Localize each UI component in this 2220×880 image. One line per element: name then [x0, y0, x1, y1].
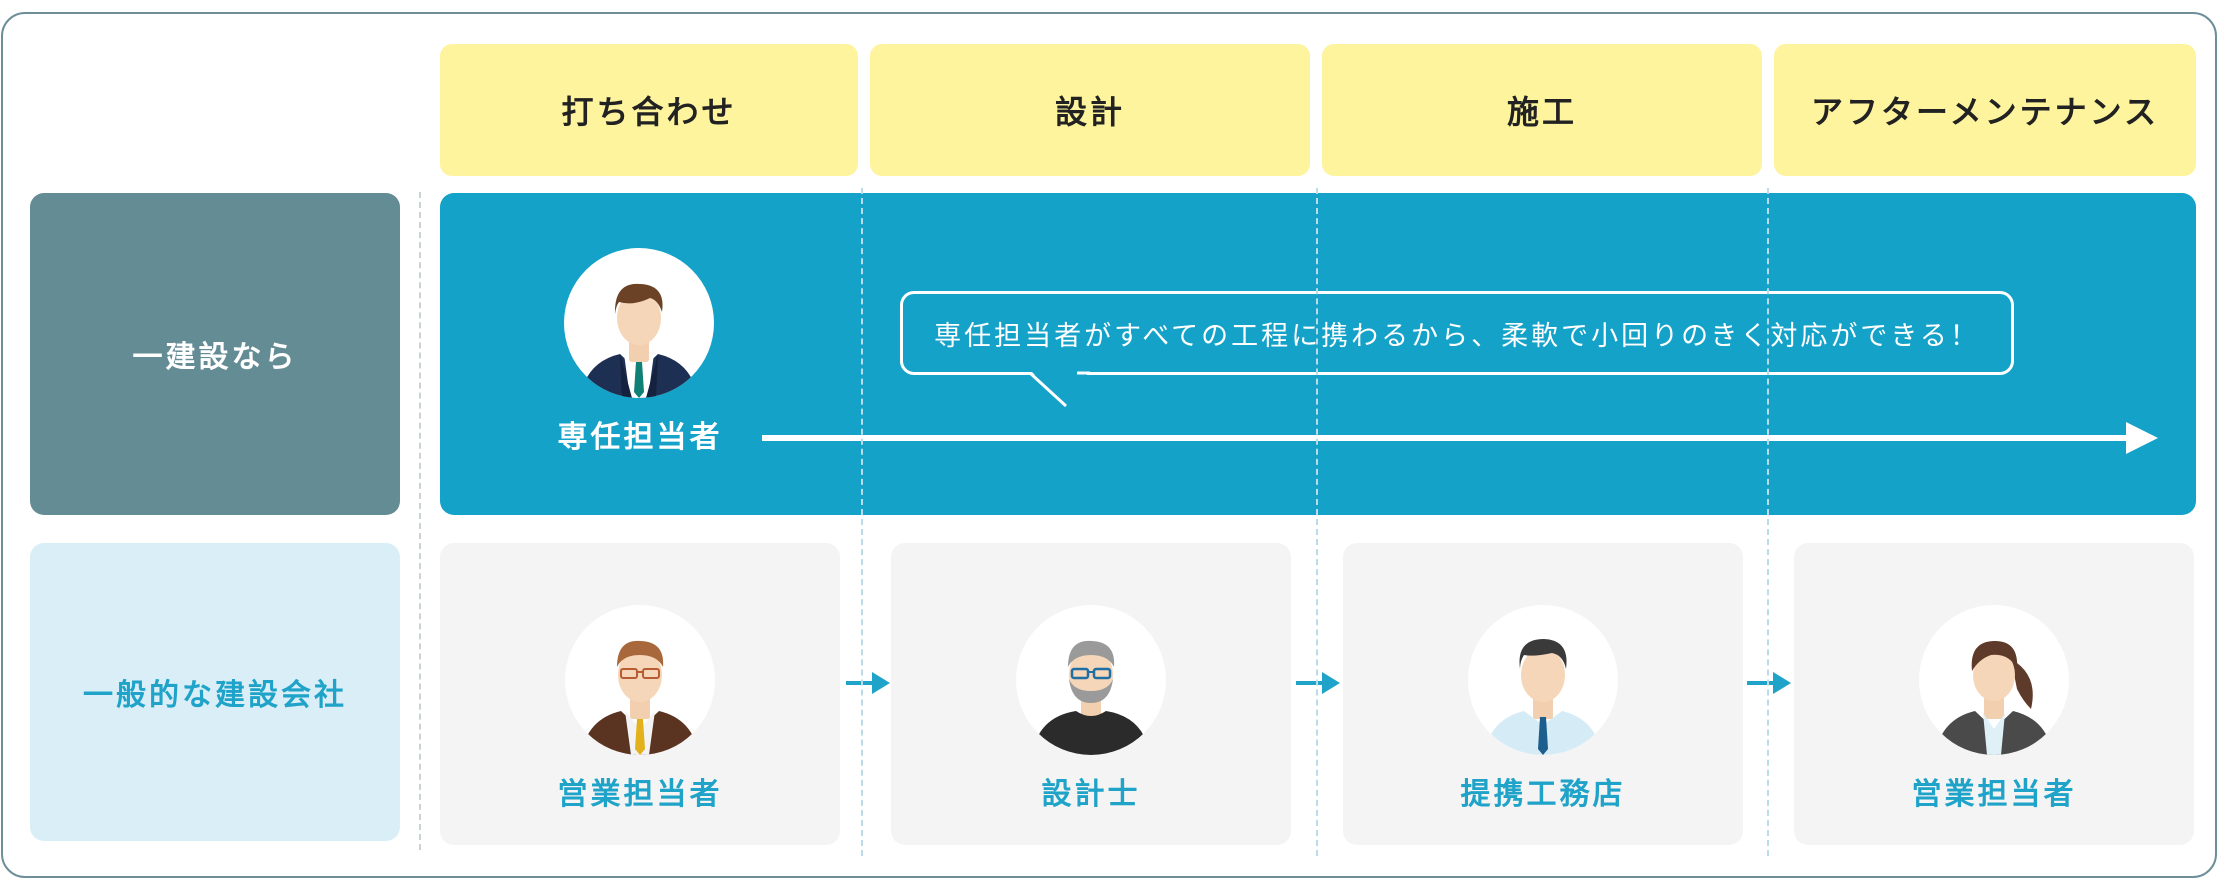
phase-design: 設計	[870, 44, 1310, 176]
step-card-designer: 設計士	[891, 543, 1291, 845]
row-label-general: 一般的な建設会社	[30, 543, 400, 841]
female-sales-avatar-icon	[1919, 605, 2069, 755]
phase-divider-3	[1767, 188, 1769, 856]
step-label-designer: 設計士	[1041, 777, 1141, 812]
all-phases-arrow	[762, 422, 2158, 454]
speech-bubble-tail	[1030, 370, 1090, 408]
male-sales-glasses-avatar-icon	[565, 605, 715, 755]
phase-after-maintenance: アフターメンテナンス	[1774, 44, 2196, 176]
step-card-sales-after: 営業担当者	[1794, 543, 2194, 845]
step-label-contractor: 提携工務店	[1460, 777, 1626, 812]
dedicated-representative-avatar-icon	[564, 248, 714, 398]
handoff-arrow-2	[1296, 672, 1340, 694]
phase-meeting: 打ち合わせ	[440, 44, 858, 176]
step-label-sales: 営業担当者	[557, 777, 723, 812]
dedicated-representative-band	[440, 193, 2196, 515]
phase-divider-2	[1316, 188, 1318, 856]
step-card-sales: 営業担当者	[440, 543, 840, 845]
row-separator-line	[419, 192, 421, 850]
contractor-avatar-icon	[1468, 605, 1618, 755]
speech-bubble: 専任担当者がすべての工程に携わるから、柔軟で小回りのきく対応ができる！	[900, 291, 2014, 375]
row-label-ours: 一建設なら	[30, 193, 400, 515]
step-card-contractor: 提携工務店	[1343, 543, 1743, 845]
handoff-arrow-3	[1747, 672, 1791, 694]
handoff-arrow-1	[846, 672, 890, 694]
designer-bearded-avatar-icon	[1016, 605, 1166, 755]
dedicated-representative-label: 専任担当者	[557, 420, 723, 455]
phase-construction: 施工	[1322, 44, 1762, 176]
step-label-sales-after: 営業担当者	[1911, 777, 2077, 812]
phase-divider-1	[861, 188, 863, 856]
